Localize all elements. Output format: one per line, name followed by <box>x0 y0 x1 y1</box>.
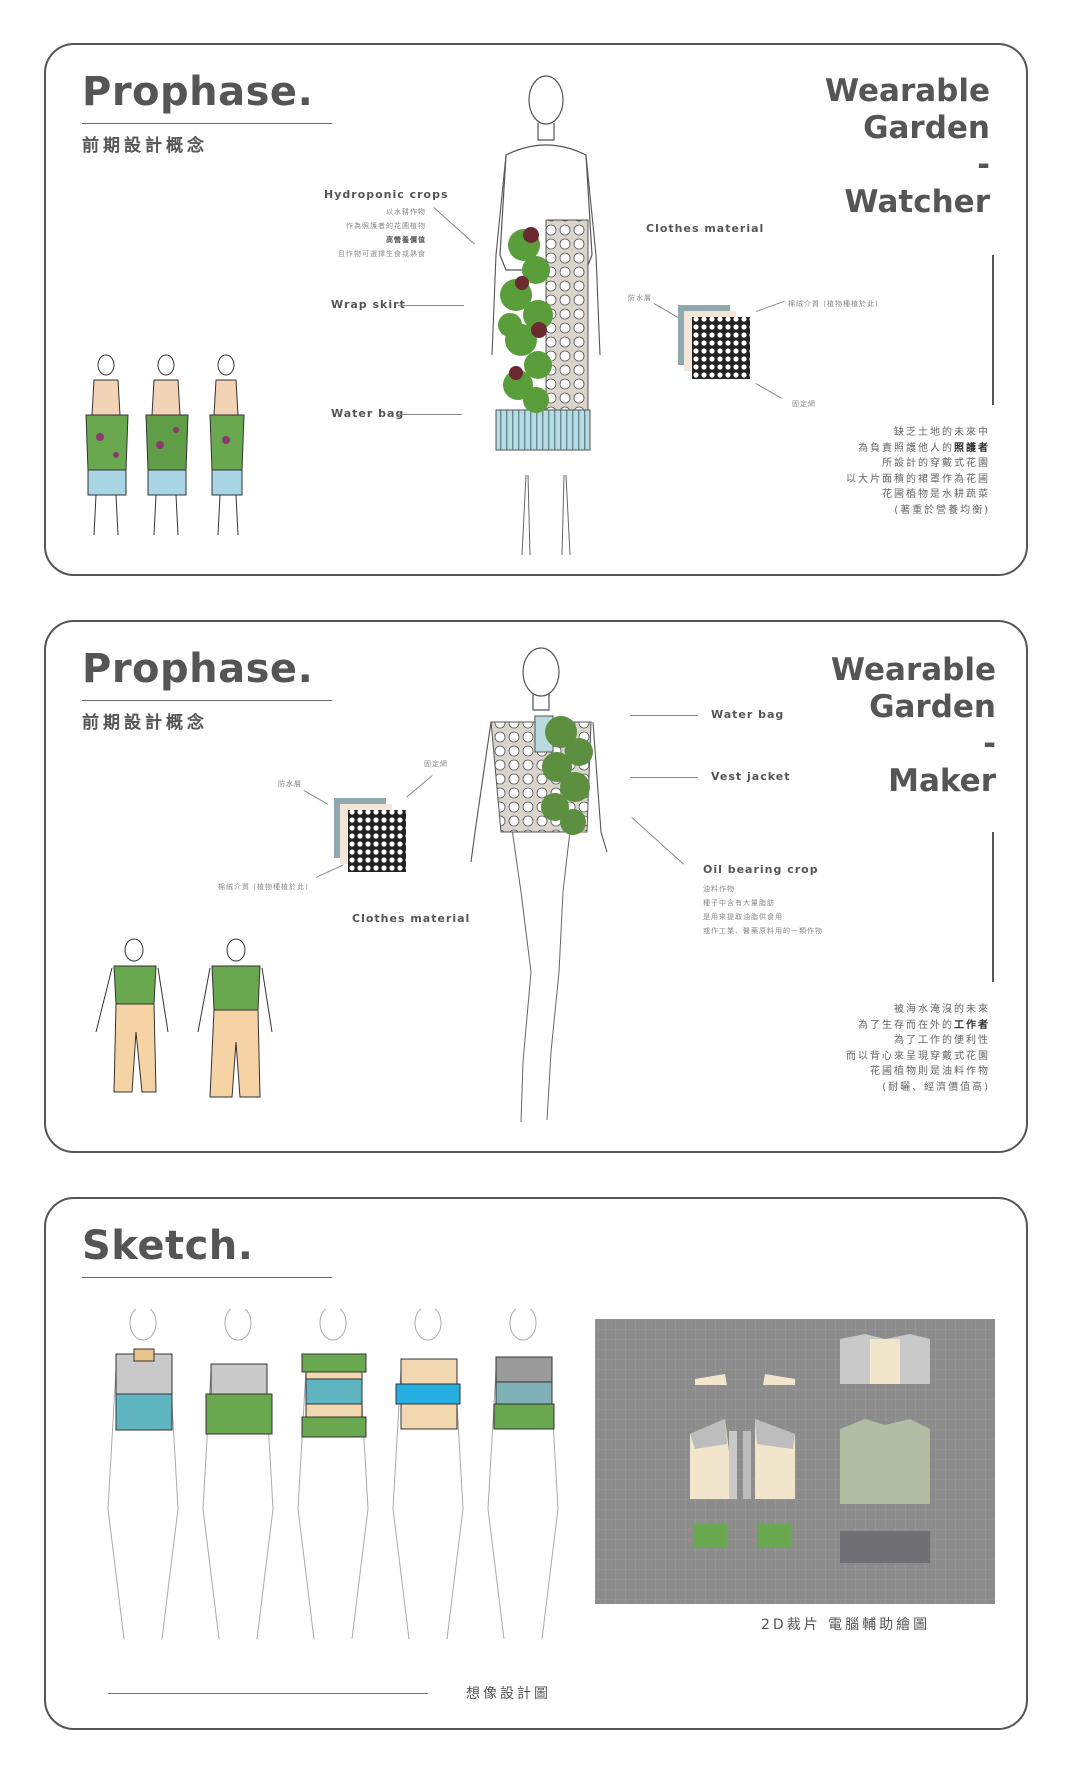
label-medium: 棉絨介質 (植物種植於此) <box>218 883 309 891</box>
panel-sketch: Sketch. 想像設計圖 <box>44 1197 1028 1730</box>
note-line: 是用來提取油脂供食用 <box>703 913 783 921</box>
description-line: 花圃植物是水耕蔬菜 <box>882 489 990 500</box>
big-title-line: - <box>977 147 990 183</box>
note-line: 種子中含有大量脂肪 <box>703 899 775 907</box>
panel-subtitle: 前期設計概念 <box>82 713 208 733</box>
design-sketches <box>107 1309 559 1640</box>
label-clothes-material: Clothes material <box>352 912 471 925</box>
panel-title: Prophase. <box>82 646 314 692</box>
big-title-line: Garden <box>869 689 996 725</box>
note-line: 且作物可選擇生食或熟食 <box>338 250 426 258</box>
description-line: 被海水淹沒的未來 <box>894 1004 990 1015</box>
pattern-grid <box>595 1319 995 1604</box>
caption-sketch: 想像設計圖 <box>466 1686 551 1702</box>
title-rule <box>82 700 332 701</box>
description-line: 為了生存而在外的工作者 <box>858 1019 990 1031</box>
description-line: 而以背心來呈現穿戴式花園 <box>846 1050 990 1062</box>
mannequin-vest-figure <box>470 647 608 1123</box>
big-title: Wearable Garden - Watcher <box>770 73 990 221</box>
leader-line <box>303 790 329 805</box>
note-line: 高營養價值 <box>386 236 426 244</box>
label-wrap-skirt: Wrap skirt <box>331 298 406 311</box>
big-title-line: Watcher <box>844 184 990 220</box>
description-line: 花圃植物則是油料作物 <box>870 1066 990 1077</box>
leader-line <box>398 305 464 306</box>
caption-pattern: 2D裁片 電腦輔助繪圖 <box>761 1617 931 1633</box>
label-waterproof: 防水層 <box>278 780 302 788</box>
label-hydroponic: Hydroponic crops <box>324 188 449 201</box>
big-title-line: Wearable <box>830 652 996 688</box>
figure-sketches <box>85 354 245 536</box>
note-line: 作為照護者的花圃植物 <box>346 222 426 230</box>
leader-line <box>630 777 698 778</box>
description: 被海水淹沒的未來 為了生存而在外的工作者 為了工作的便利性 而以背心來呈現穿戴式… <box>730 1002 990 1095</box>
label-medium: 棉絨介質 (植物種植於此) <box>788 300 879 308</box>
panel-subtitle: 前期設計概念 <box>82 136 208 156</box>
big-title-line: Garden <box>863 110 990 146</box>
big-title-line: Maker <box>888 763 996 799</box>
label-oil-crop: Oil bearing crop <box>703 863 819 876</box>
description-line: 所設計的穿戴式花園 <box>882 458 990 469</box>
title-rule <box>82 1277 332 1278</box>
panel-watcher: Prophase. 前期設計概念 Wearable Garden - Watch… <box>44 43 1028 576</box>
label-clothes-material: Clothes material <box>646 222 765 235</box>
description: 缺乏土地的未來中 為負責照護他人的照護者 所設計的穿戴式花園 以大片面積的裙罩作… <box>730 425 990 518</box>
description-line: (耐曬、經濟價值高) <box>882 1081 990 1093</box>
mannequin-skirt-figure <box>491 75 601 556</box>
description-line: 以大片面積的裙罩作為花圃 <box>846 473 990 485</box>
note-line: 以水耕作物 <box>386 208 426 216</box>
panel-maker: Prophase. 前期設計概念 Wearable Garden - Maker… <box>44 620 1028 1153</box>
leader-line <box>396 414 462 415</box>
note-line: 或作工業、醫藥原料用的一類作物 <box>703 927 823 935</box>
hydro-notes: 以水耕作物 作為照護者的花圃植物 高營養價值 且作物可選擇生食或熟食 <box>306 205 426 261</box>
caption-rule <box>108 1693 428 1694</box>
label-water-bag: Water bag <box>711 708 785 721</box>
panel-title: Sketch. <box>82 1223 254 1269</box>
leader-line <box>630 715 698 716</box>
description-line: (著重於營養均衡) <box>894 504 990 516</box>
vertical-rule <box>992 255 994 405</box>
description-line: 為了工作的便利性 <box>894 1035 990 1046</box>
panel-title: Prophase. <box>82 69 314 115</box>
material-swatch-icon <box>334 798 406 872</box>
description-line: 缺乏土地的未來中 <box>894 427 990 438</box>
title-rule <box>82 123 332 124</box>
figure-sketches <box>95 938 273 1098</box>
big-title-line: - <box>983 726 996 762</box>
big-title-line: Wearable <box>824 73 990 109</box>
label-vest-jacket: Vest jacket <box>711 770 791 783</box>
big-title: Wearable Garden - Maker <box>776 652 996 800</box>
oil-notes: 油料作物 種子中含有大量脂肪 是用來提取油脂供食用 或作工業、醫藥原料用的一類作… <box>703 882 883 938</box>
label-waterproof: 防水層 <box>628 294 652 302</box>
label-fixed-mesh: 固定網 <box>792 400 816 408</box>
description-line: 為負責照護他人的照護者 <box>858 442 990 454</box>
material-swatch-icon <box>678 305 750 379</box>
label-fixed-mesh: 固定網 <box>424 760 448 768</box>
label-water-bag: Water bag <box>331 407 405 420</box>
note-line: 油料作物 <box>703 885 735 893</box>
vertical-rule <box>992 832 994 982</box>
